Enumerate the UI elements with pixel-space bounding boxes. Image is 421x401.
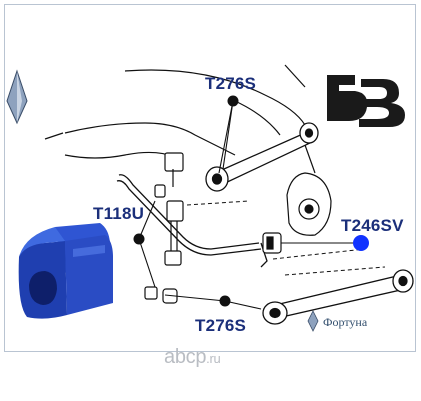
- upper-arm-marker: [227, 95, 239, 107]
- chassis-sketch: [44, 64, 306, 159]
- rear-knuckle: [286, 144, 332, 236]
- brand-logo-bb: [327, 75, 405, 127]
- bushing-highlight-marker: [353, 235, 369, 251]
- leader-lines: [138, 100, 361, 310]
- reference-lines: [186, 200, 386, 276]
- fortuna-logo-icon: [307, 310, 319, 332]
- lower-control-arm: [262, 269, 414, 325]
- stabilizer-bushing-image: [18, 223, 113, 319]
- label-upper-arm: T276S: [205, 74, 257, 93]
- label-lower-arm: T276S: [195, 316, 247, 335]
- label-stabilizer-link: T118U: [93, 204, 145, 223]
- stabilizer-link-marker: [133, 233, 145, 245]
- label-bushing: T246SV: [341, 216, 404, 235]
- brand-logo-diamond-left: [6, 69, 28, 125]
- bar-bushing: [262, 232, 282, 254]
- fortuna-brand-label: Фортуна: [323, 315, 368, 329]
- watermark-name: abcp: [164, 346, 207, 368]
- lower-arm-marker: [219, 295, 231, 307]
- suspension-diagram: [6, 64, 414, 332]
- watermark-tld: .ru: [206, 351, 221, 366]
- stabilizer-link: [144, 152, 184, 304]
- diagram-panel: T276S T118U T246SV T276S Фортуна: [4, 4, 416, 352]
- abcp-watermark: abcp.ru: [164, 346, 221, 369]
- upper-control-arm: [205, 122, 319, 192]
